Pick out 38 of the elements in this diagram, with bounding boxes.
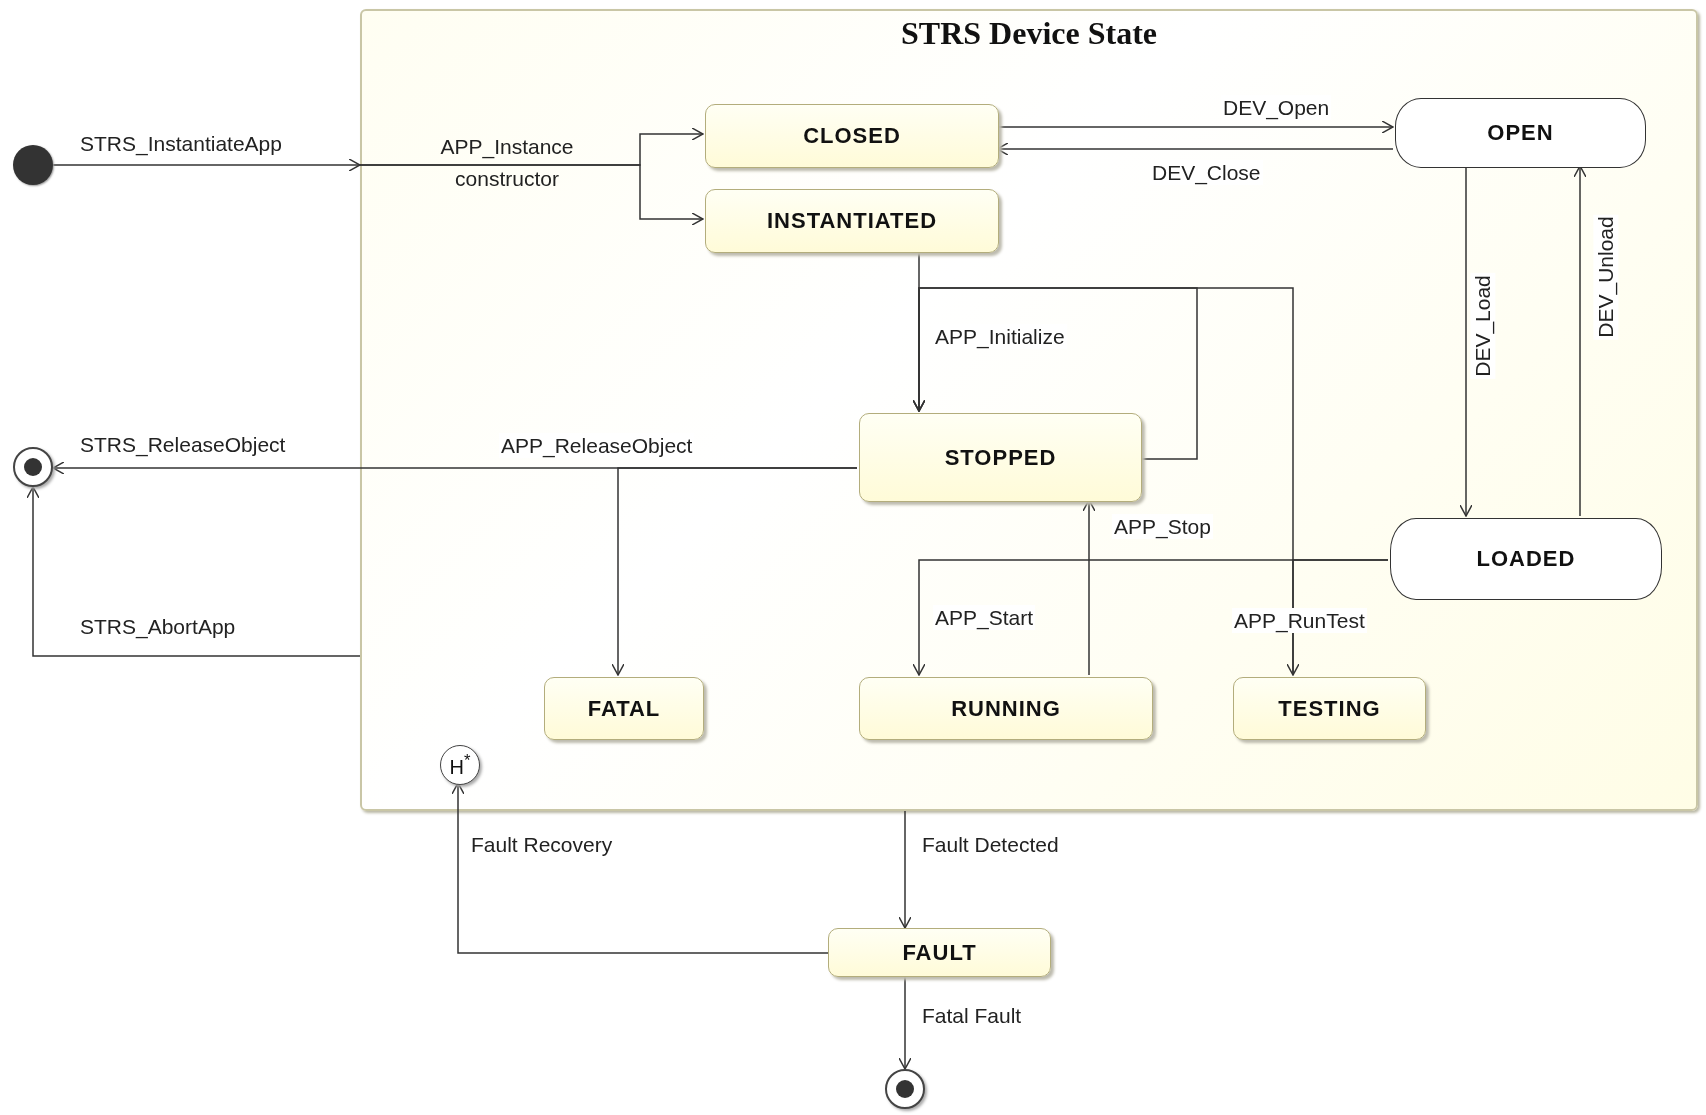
edge-label: APP_Stop xyxy=(1112,514,1213,540)
state-box: FAULT xyxy=(828,928,1051,977)
transition-arrow xyxy=(1459,165,1473,517)
transition-arrow xyxy=(996,120,1394,134)
transition-arrow xyxy=(898,976,912,1070)
transition-arrow xyxy=(1573,165,1587,517)
state-title: STRS Device State xyxy=(901,15,1157,52)
composite-state-box xyxy=(360,9,1698,811)
state-box: CLOSED xyxy=(705,104,999,168)
state-box: OPEN xyxy=(1395,98,1646,168)
edge-label: DEV_Open xyxy=(1221,95,1332,121)
edge-label: DEV_Close xyxy=(1150,160,1263,186)
transition-arrow xyxy=(1286,559,1389,676)
edge-label: APP_ReleaseObject xyxy=(499,433,695,459)
transition-arrow xyxy=(359,164,704,226)
edge-label: APP_RunTest xyxy=(1232,608,1367,634)
state-box: STOPPED xyxy=(859,413,1142,502)
state-box: INSTANTIATED xyxy=(705,189,999,253)
transition-arrow xyxy=(1082,499,1096,676)
edge-label: APP_Instance constructor xyxy=(439,134,575,192)
transition-arrow xyxy=(611,467,858,676)
state-box: TESTING xyxy=(1233,677,1426,740)
state-box: RUNNING xyxy=(859,677,1153,740)
final-state-circle xyxy=(13,447,53,487)
final-state-circle xyxy=(885,1069,925,1109)
edge-label: DEV_Load xyxy=(1470,273,1496,379)
edge-label: APP_Start xyxy=(933,605,1036,631)
state-box: LOADED xyxy=(1390,518,1662,600)
transition-arrow xyxy=(26,486,361,657)
transition-arrow xyxy=(898,810,912,929)
transition-arrow xyxy=(451,782,829,954)
edge-label: DEV_Unload xyxy=(1593,214,1619,340)
state-box: FATAL xyxy=(544,677,704,740)
transition-arrow xyxy=(52,158,361,172)
transition-arrow xyxy=(996,142,1394,156)
initial-state-dot xyxy=(13,145,53,185)
history-state-circle: H$^{*}$ xyxy=(440,745,480,785)
edge-label: APP_Initialize xyxy=(933,324,1067,350)
